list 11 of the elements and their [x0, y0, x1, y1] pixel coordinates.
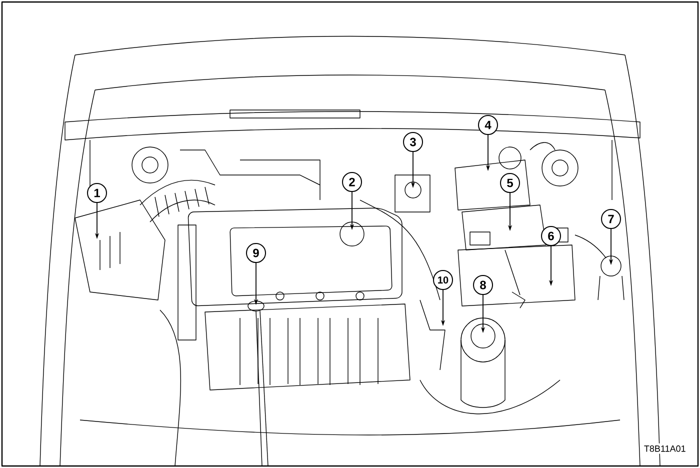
callout-number: 8 — [473, 275, 493, 295]
callout-number: 5 — [500, 173, 520, 193]
callout-number: 3 — [403, 132, 423, 152]
callout-number: 2 — [342, 172, 362, 192]
callout-number: 10 — [433, 270, 453, 290]
callout-number: 7 — [601, 209, 622, 229]
callout-number: 4 — [478, 115, 498, 135]
callout-number: 1 — [87, 183, 107, 203]
figure-code: T8B11A01 — [642, 443, 688, 454]
callout-number: 6 — [541, 226, 561, 246]
callout-number: 9 — [246, 243, 266, 263]
